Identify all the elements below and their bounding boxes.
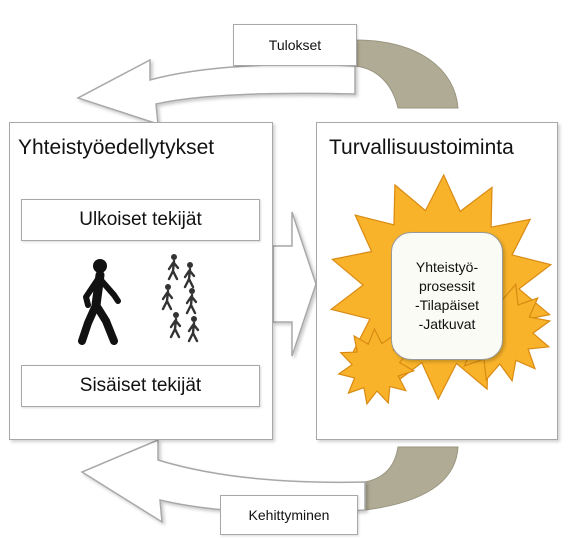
walking-person-icon: [78, 259, 121, 345]
flow-arrow-right: [272, 211, 317, 357]
process-line: prosessit: [418, 278, 476, 294]
development-tag: Kehittyminen: [220, 495, 358, 535]
top-cycle-arrow: [76, 39, 459, 126]
top-arc-shade: [354, 39, 459, 109]
inner-factors-box: Sisäiset tekijät: [21, 365, 260, 407]
right-box-title: Turvallisuustoiminta: [329, 136, 514, 159]
bottom-arc-shade: [364, 446, 459, 511]
outer-factors-box: Ulkoiset tekijät: [21, 199, 260, 241]
results-tag: Tulokset: [233, 24, 357, 66]
cooperation-process-box: Yhteistyö- prosessit -Tilapäiset -Jatkuv…: [391, 232, 503, 360]
process-line: Yhteistyö-: [415, 259, 479, 275]
process-line: -Jatkuvat: [418, 316, 476, 332]
process-line: -Tilapäiset: [414, 297, 480, 313]
walking-crowd-icon: [161, 254, 200, 343]
left-box-title: Yhteistyöedellytykset: [18, 136, 215, 159]
cooperation-prerequisites-box: Yhteistyöedellytykset Ulkoiset tekijät S…: [9, 122, 273, 440]
